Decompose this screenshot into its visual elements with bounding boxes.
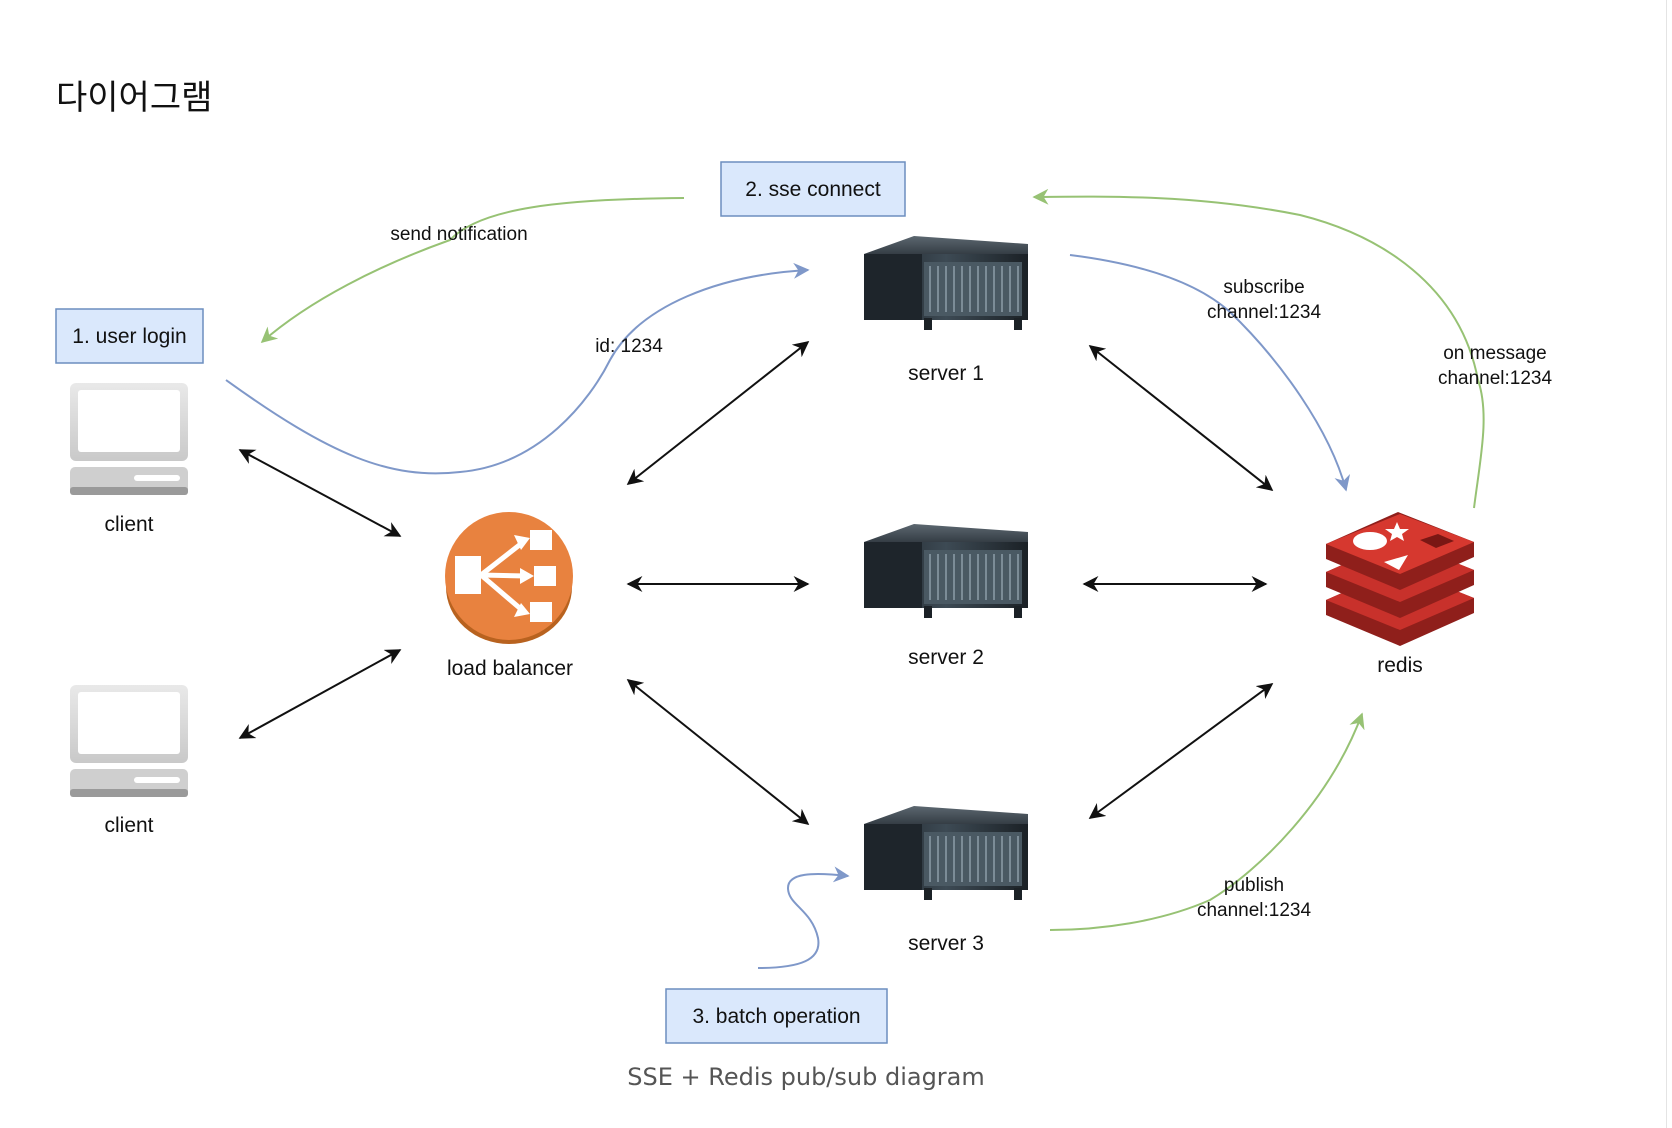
arrow-loadbalancer-server3: [626, 679, 810, 825]
rack-server-icon: [863, 523, 1029, 619]
step-label-sse-connect: 2. sse connect: [745, 178, 881, 201]
client-node-bottom: client: [70, 685, 188, 837]
arrow-client1-loadbalancer: [238, 449, 402, 537]
aws-elastic-load-balancer-icon: [445, 512, 573, 644]
server-2-node: server 2: [863, 523, 1029, 669]
desktop-computer-icon: [70, 383, 188, 495]
server-3-label: server 3: [908, 932, 984, 955]
page-heading: 다이어그램: [56, 78, 213, 118]
edge-label-send-notification: send notification: [390, 224, 527, 245]
client-label-bottom: client: [104, 814, 153, 837]
redis-node: redis: [1326, 512, 1474, 677]
redis-label: redis: [1377, 654, 1423, 677]
arrow-client2-loadbalancer: [238, 649, 402, 739]
edge-label-publish-channel: channel:1234: [1197, 900, 1312, 921]
client-node-top: client: [70, 383, 188, 536]
arrow-server3-redis: [1088, 683, 1274, 819]
edge-label-on-message-channel: channel:1234: [1438, 368, 1553, 389]
flow-publish: [1049, 712, 1365, 931]
figure-caption: SSE + Redis pub/sub diagram: [627, 1063, 985, 1091]
flow-sse-send-notification: [260, 197, 685, 344]
edge-label-subscribe: subscribe: [1223, 277, 1304, 298]
edge-label-subscribe-channel: channel:1234: [1207, 302, 1322, 323]
desktop-computer-icon: [70, 685, 188, 797]
load-balancer-label: load balancer: [447, 657, 573, 680]
page-edge-divider: [1666, 0, 1667, 1128]
redis-logo-icon: [1326, 512, 1474, 646]
step-box-batch-operation: 3. batch operation: [665, 988, 888, 1044]
step-label-user-login: 1. user login: [72, 325, 186, 348]
edge-label-publish: publish: [1224, 875, 1284, 896]
step-box-user-login: 1. user login: [55, 308, 204, 364]
rack-server-icon: [863, 805, 1029, 901]
edge-label-id: id: 1234: [595, 336, 663, 357]
flow-batch-operation: [757, 866, 850, 969]
server-3-node: server 3: [863, 805, 1029, 955]
flow-user-login-to-server1: [225, 262, 810, 475]
server-1-node: server 1: [863, 235, 1029, 385]
step-label-batch-operation: 3. batch operation: [692, 1005, 860, 1028]
edge-label-on-message: on message: [1443, 343, 1547, 364]
rack-server-icon: [863, 235, 1029, 331]
load-balancer-node: load balancer: [445, 512, 573, 680]
arrow-loadbalancer-server1: [626, 341, 810, 485]
step-box-sse-connect: 2. sse connect: [720, 161, 906, 217]
server-1-label: server 1: [908, 362, 984, 385]
arrow-server1-redis: [1088, 345, 1274, 491]
flow-subscribe: [1069, 254, 1351, 492]
flow-on-message: [1032, 188, 1485, 509]
client-label-top: client: [104, 513, 153, 536]
server-2-label: server 2: [908, 646, 984, 669]
